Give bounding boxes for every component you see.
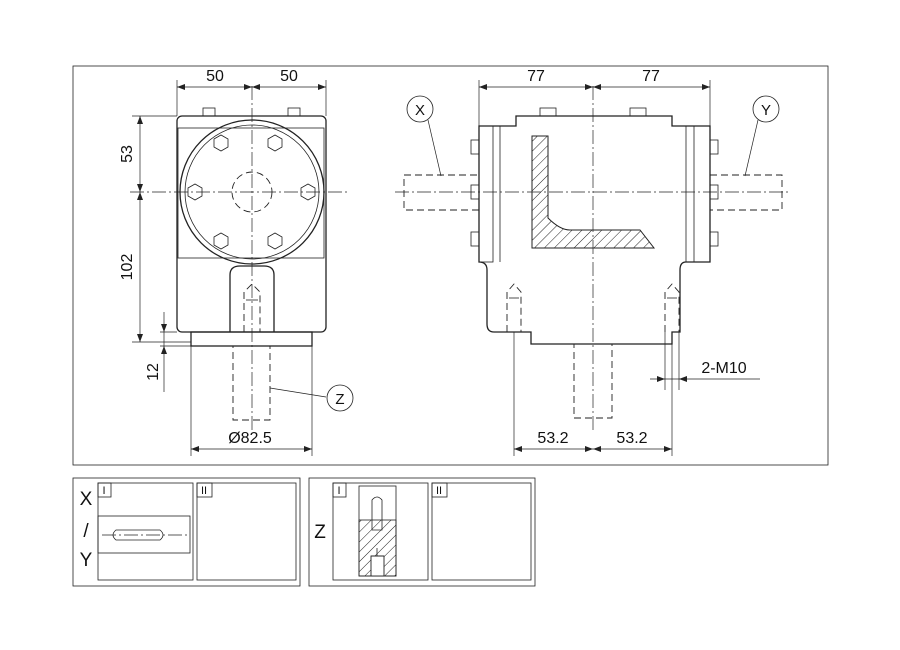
top-bolt-left: [202, 107, 216, 117]
detail-xy-label-y: Y: [80, 550, 93, 571]
detail-z-option-1-box: [332, 482, 429, 581]
detail-z-frame: [308, 477, 536, 587]
shaft-z: [232, 345, 271, 421]
flange-bolt-6: [267, 232, 283, 250]
shaft-y: [709, 174, 783, 211]
callout-z: Z: [335, 391, 344, 408]
front-view: [395, 86, 790, 430]
flange-bolt-2: [267, 134, 283, 152]
detail-z-label: Z: [314, 522, 326, 543]
detail-xy-shaft: [97, 515, 191, 554]
top-bolt-right: [287, 107, 301, 117]
front-view-dimensions: 77 77 53.2 53.2 2-M10 X Y: [406, 68, 780, 456]
dim-left-middle: 102: [119, 254, 136, 281]
detail-z-keyway: [371, 496, 383, 531]
dim-bottom-b: 53.2: [616, 430, 647, 447]
flange-bolt-5: [213, 232, 229, 250]
dim-top-left-b: 50: [280, 68, 298, 85]
side-view-dimensions: 50 50 53 102 12 Ø82.5 Z: [119, 68, 354, 456]
tapped-hole: [243, 283, 261, 332]
side-view: [130, 86, 350, 430]
detail-xy-option-1-tag: [97, 482, 112, 498]
callout-x: X: [415, 102, 425, 119]
front-top-bolt-right: [629, 107, 647, 117]
detail-z-option-1: I: [337, 485, 340, 497]
front-tapped-hole-right: [664, 283, 680, 332]
dim-thread: 2-M10: [701, 360, 746, 377]
dim-diameter: Ø82.5: [228, 430, 272, 447]
left-flange-bolt-1: [470, 139, 480, 155]
detail-z-tapped-hole: [370, 555, 385, 577]
flange-bolt-3: [187, 183, 203, 201]
detail-xy-option-1-box: [97, 482, 194, 581]
detail-xy-option-2-tag: [196, 482, 213, 498]
flange-bolts: [187, 134, 316, 250]
detail-xy-frame: [72, 477, 301, 587]
callout-z-circle: [326, 384, 354, 412]
detail-z-option-1-tag: [332, 482, 347, 498]
detail-panel-xy: X / Y I II: [72, 477, 301, 587]
detail-z-option-2-tag: [431, 482, 448, 498]
detail-xy-option-2: II: [201, 485, 207, 497]
detail-z-option-2: II: [436, 485, 442, 497]
dim-bottom-a: 53.2: [537, 430, 568, 447]
dim-top-left-a: 50: [206, 68, 224, 85]
right-flange-bolt-3: [709, 231, 719, 247]
shaft-x: [403, 174, 480, 211]
detail-xy-label-slash: /: [83, 521, 89, 542]
hatched-section: [531, 135, 656, 249]
detail-z-option-2-box: [431, 482, 532, 581]
dim-top-right-b: 77: [642, 68, 660, 85]
front-tapped-hole-left: [506, 283, 522, 332]
front-bottom-shaft: [573, 343, 613, 419]
flange-bolt-1: [213, 134, 229, 152]
left-flange-bolt-3: [470, 231, 480, 247]
side-view-base: [190, 331, 313, 347]
dim-left-lower: 12: [145, 363, 162, 381]
dim-top-right-a: 77: [527, 68, 545, 85]
detail-xy-option-2-box: [196, 482, 297, 581]
left-flange: [478, 125, 494, 263]
callout-x-circle: [406, 95, 434, 123]
front-top-bolt-left: [539, 107, 557, 117]
callout-y: Y: [761, 102, 771, 119]
detail-xy-label-x: X: [80, 489, 93, 510]
main-frame: [72, 65, 829, 466]
detail-xy-keyway: [112, 529, 164, 541]
flange-bolt-4: [300, 183, 316, 201]
detail-xy-option-1: I: [102, 485, 105, 497]
detail-panel-z: Z I II: [308, 477, 536, 587]
dim-left-upper: 53: [119, 145, 136, 163]
callout-y-circle: [752, 95, 780, 123]
right-flange-bolt-1: [709, 139, 719, 155]
right-flange: [693, 125, 711, 263]
